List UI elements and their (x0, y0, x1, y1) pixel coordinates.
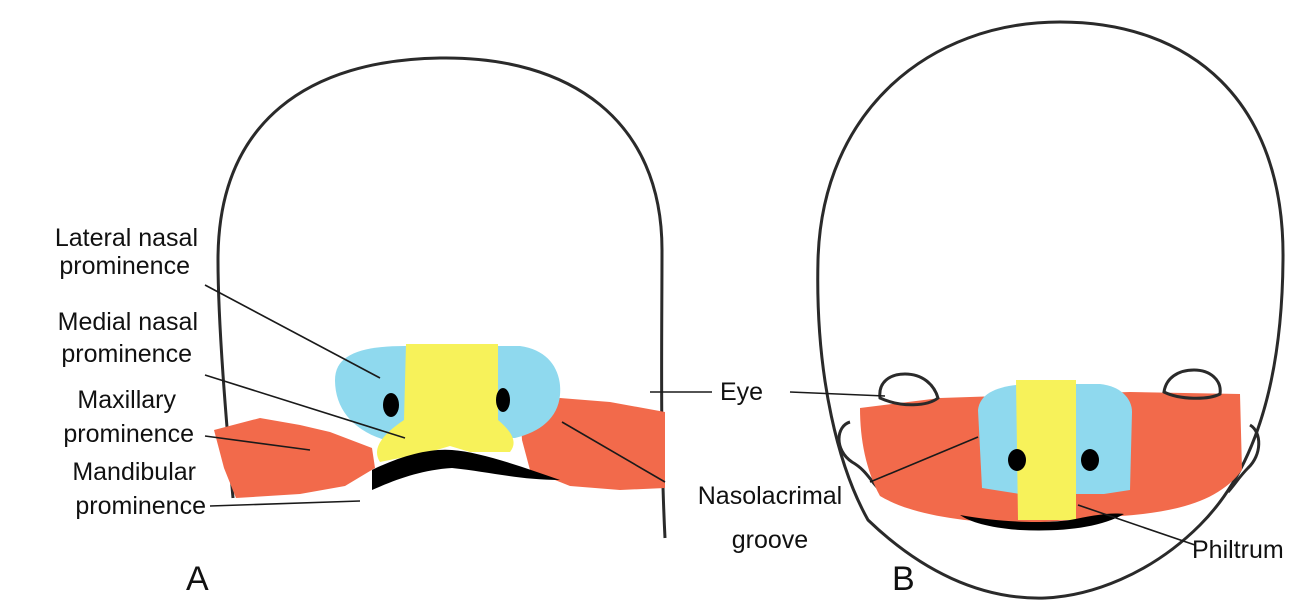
label-lateral-nasal-line2: prominence (59, 252, 190, 280)
panel-label-a: A (186, 560, 209, 598)
label-nasolacrimal-line2: groove (732, 526, 808, 554)
leader-eye-b (790, 392, 885, 396)
label-philtrum: Philtrum (1192, 536, 1284, 564)
panel-label-b: B (892, 560, 915, 598)
label-maxillary-line1: Maxillary (77, 386, 176, 414)
label-nasolacrimal-line1: Nasolacrimal (698, 482, 842, 510)
nasal-pit-b-left (1008, 449, 1026, 471)
label-mandibular-line1: Mandibular (72, 458, 196, 486)
maxillary-mandibular-region-a (214, 418, 375, 498)
label-medial-nasal-line2: prominence (61, 340, 192, 368)
leader-lateral-nasal (205, 285, 380, 378)
medial-nasal-prominence-b (1016, 380, 1076, 520)
label-eye: Eye (720, 378, 763, 406)
leader-mandibular (210, 501, 360, 506)
nasal-pit-a-right (496, 388, 510, 412)
panel-b (818, 22, 1283, 598)
label-maxillary-line2: prominence (63, 420, 194, 448)
label-mandibular-line2: prominence (75, 492, 206, 520)
label-medial-nasal-line1: Medial nasal (58, 308, 198, 336)
nasal-pit-b-right (1081, 449, 1099, 471)
nasal-pit-a-left (383, 393, 399, 417)
panel-a (214, 58, 665, 538)
label-lateral-nasal-line1: Lateral nasal (55, 224, 198, 252)
